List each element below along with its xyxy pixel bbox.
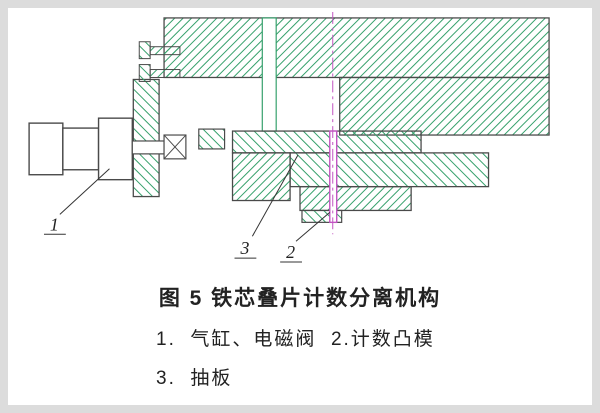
die-block-left — [231, 152, 291, 202]
part-label-1: 1 — [50, 214, 59, 234]
bolt-top — [138, 41, 181, 60]
leader-line-3 — [251, 154, 299, 237]
leader-line-2 — [295, 212, 331, 242]
air-cylinder — [28, 117, 226, 181]
die-block-long — [289, 152, 490, 188]
bolt-bottom — [138, 64, 181, 82]
leader-line-1 — [59, 168, 110, 215]
figure-caption: 图 5 铁芯叠片计数分离机构 — [158, 287, 442, 310]
part-label-2: 2 — [286, 242, 295, 262]
top-block — [163, 17, 550, 79]
legend-line-1: 1. 气缸、电磁阀 2.计数凸模 — [156, 329, 435, 350]
connector-block — [198, 128, 226, 150]
piston-rod — [131, 140, 165, 155]
caption-block: 图 5 铁芯叠片计数分离机构 1. 气缸、电磁阀 2.计数凸模 3. 抽板 — [8, 282, 592, 390]
guide-slot — [261, 17, 277, 132]
pull-plate — [231, 130, 422, 154]
mechanism-diagram: 1 3 2 — [28, 11, 550, 263]
legend-line-2: 3. 抽板 — [156, 368, 233, 389]
die-block-bottom — [301, 209, 343, 223]
right-block — [339, 76, 550, 136]
die-block-lower — [299, 185, 412, 212]
mounting-plate — [132, 78, 160, 198]
rod-coupling — [163, 134, 187, 160]
part-label-3: 3 — [239, 238, 249, 258]
